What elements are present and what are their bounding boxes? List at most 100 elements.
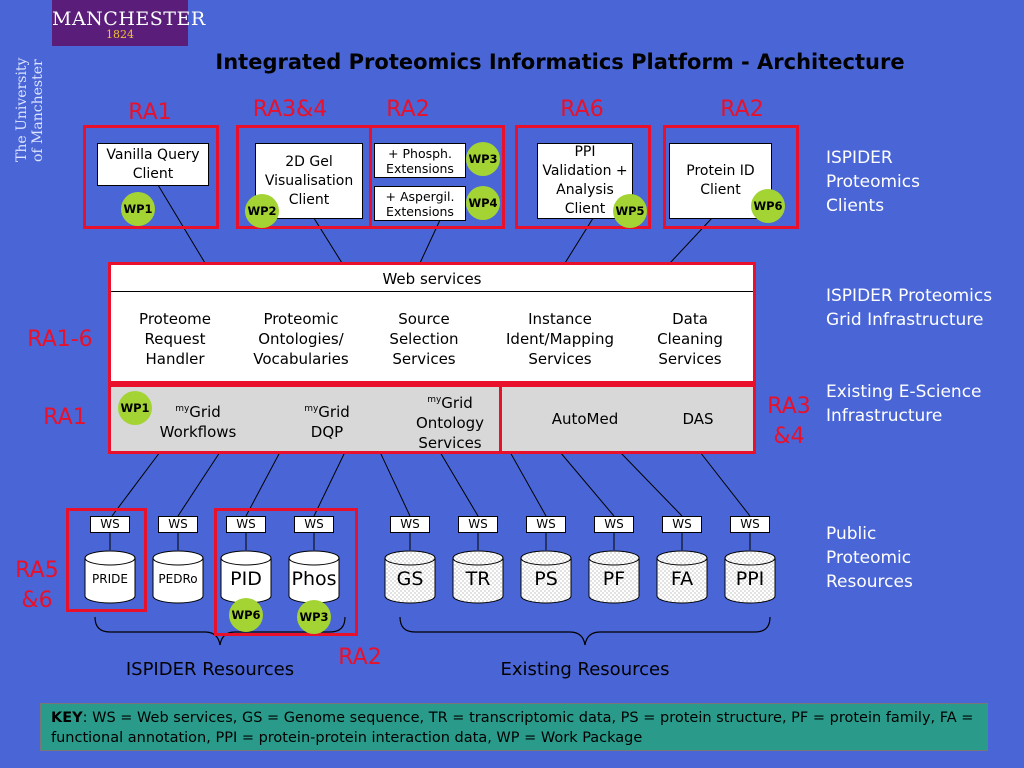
- grid-side-label: ISPIDER Proteomics Grid Infrastructure: [826, 286, 993, 330]
- mygrid-dqp: myGrid DQP: [290, 399, 364, 442]
- ps-label: PS: [534, 568, 558, 590]
- wp4-badge: WP4: [466, 186, 500, 220]
- ws-pf: WS: [594, 516, 634, 533]
- my-prefix: my: [427, 395, 442, 405]
- page-title: Integrated Proteomics Informatics Platfo…: [215, 50, 905, 74]
- pedro-database-icon: PEDRo: [152, 550, 204, 604]
- grid-infrastructure-box: Web services Proteome Request Handler Pr…: [108, 262, 756, 384]
- pid-database-icon: PID: [220, 550, 272, 604]
- fa-database-icon: FA: [656, 550, 708, 604]
- ws-tr: WS: [458, 516, 498, 533]
- aspergil-extensions: + Aspergil. Extensions: [374, 186, 466, 221]
- existing-resources-label: Existing Resources: [500, 659, 670, 680]
- wp6-resource-badge: WP6: [229, 598, 263, 632]
- phosph-extensions: + Phosph. Extensions: [374, 143, 466, 178]
- ra1-client-box: [83, 125, 219, 229]
- key-text: : WS = Web services, GS = Genome sequenc…: [51, 710, 974, 746]
- ws-pedro: WS: [158, 516, 198, 533]
- protein-id-client: Protein ID Client: [669, 143, 772, 219]
- wp6-badge: WP6: [751, 189, 785, 223]
- ws-ps: WS: [526, 516, 566, 533]
- pedro-label: PEDRo: [158, 572, 198, 586]
- pf-label: PF: [602, 568, 626, 590]
- ws-phos: WS: [294, 516, 334, 533]
- gs-database-icon: GS: [384, 550, 436, 604]
- ispider-brace: [94, 616, 346, 646]
- proteome-request-handler: Proteome Request Handler: [139, 310, 211, 368]
- pf-database-icon: PF: [588, 550, 640, 604]
- pride-database-icon: PRIDE: [84, 550, 136, 604]
- services-label: Services: [418, 434, 482, 452]
- ontology-grid: Grid: [441, 394, 473, 412]
- ws-fa: WS: [662, 516, 702, 533]
- my-prefix: my: [175, 404, 190, 414]
- web-services-divider: [111, 291, 753, 292]
- ws-gs: WS: [390, 516, 430, 533]
- ppi-database-icon: PPI: [724, 550, 776, 604]
- workflows-label: Workflows: [159, 423, 237, 441]
- ra56-resource-box: [66, 508, 147, 612]
- key-box: KEY: WS = Web services, GS = Genome sequ…: [40, 703, 988, 751]
- ra34-escience-box: [499, 384, 756, 454]
- ra2-top-label: RA2: [386, 97, 430, 122]
- wp5-badge: WP5: [613, 194, 647, 228]
- logo-text: MANCHESTER: [52, 8, 206, 30]
- ppi-label: PPI: [735, 568, 765, 590]
- fa-label: FA: [670, 568, 694, 590]
- ra34-mid-label: RA3&4: [767, 394, 811, 449]
- phos-label: Phos: [291, 568, 337, 590]
- ra6-client-box: [515, 125, 651, 229]
- automed: AutoMed: [551, 410, 619, 428]
- ra2-top-right-label: RA2: [720, 97, 764, 122]
- escience-layer: [108, 386, 756, 452]
- manchester-logo: MANCHESTER 1824: [52, 0, 206, 46]
- tr-label: TR: [465, 568, 491, 590]
- pride-label: PRIDE: [92, 572, 128, 586]
- ontology-label: Ontology: [415, 414, 485, 432]
- ws-pid: WS: [226, 516, 266, 533]
- ra2-client-box: [369, 125, 505, 229]
- university-line1: The University: [14, 57, 30, 162]
- gel-visualisation-client: 2D Gel Visualisation Client: [255, 143, 363, 219]
- gs-label: GS: [396, 568, 424, 590]
- ra34-top-label: RA3&4: [252, 97, 328, 122]
- tr-database-icon: TR: [452, 550, 504, 604]
- ps-database-icon: PS: [520, 550, 572, 604]
- ws-ppi: WS: [730, 516, 770, 533]
- dqp-label: DQP: [310, 423, 344, 441]
- instance-ident-mapping: Instance Ident/Mapping Services: [506, 310, 614, 368]
- ra1-mid-label: RA1: [43, 405, 87, 430]
- wp3-resource-badge: WP3: [297, 600, 331, 634]
- data-cleaning-services: Data Cleaning Services: [657, 310, 723, 368]
- pid-label: PID: [230, 568, 262, 590]
- das: DAS: [682, 410, 714, 428]
- phos-database-icon: Phos: [288, 550, 340, 604]
- workflows-grid: Grid: [189, 403, 221, 421]
- source-selection-services: Source Selection Services: [389, 310, 459, 368]
- logo-year: 1824: [106, 28, 134, 41]
- ra56-label: RA5&6: [15, 558, 59, 613]
- ra1-6-label: RA1-6: [27, 327, 93, 352]
- university-line2: of Manchester: [30, 59, 46, 162]
- ra2-right-client-box: [663, 125, 799, 229]
- university-vertical-label: The University of Manchester: [12, 50, 52, 170]
- wp3-badge: WP3: [466, 142, 500, 176]
- existing-brace: [399, 616, 771, 646]
- public-side-label: Public Proteomic Resources: [826, 524, 913, 592]
- ra6-top-label: RA6: [560, 97, 604, 122]
- wp2-badge: WP2: [245, 194, 279, 228]
- proteomic-ontologies: Proteomic Ontologies/ Vocabularies: [253, 310, 349, 368]
- ra1-top-label: RA1: [128, 100, 172, 125]
- ws-pride: WS: [90, 516, 130, 533]
- wp1-badge: WP1: [121, 192, 155, 226]
- escience-side-label: Existing E-Science Infrastructure: [826, 382, 982, 426]
- mygrid-ontology-services: myGrid Ontology Services: [402, 390, 498, 453]
- ispider-resources-label: ISPIDER Resources: [125, 659, 295, 680]
- clients-side-label: ISPIDER Proteomics Clients: [826, 148, 920, 216]
- mygrid-workflows: myGrid Workflows: [146, 399, 250, 442]
- key-label: KEY: [51, 710, 83, 726]
- ra2-bottom-label: RA2: [338, 645, 382, 670]
- my-prefix: my: [304, 404, 319, 414]
- web-services-header: Web services: [382, 270, 482, 288]
